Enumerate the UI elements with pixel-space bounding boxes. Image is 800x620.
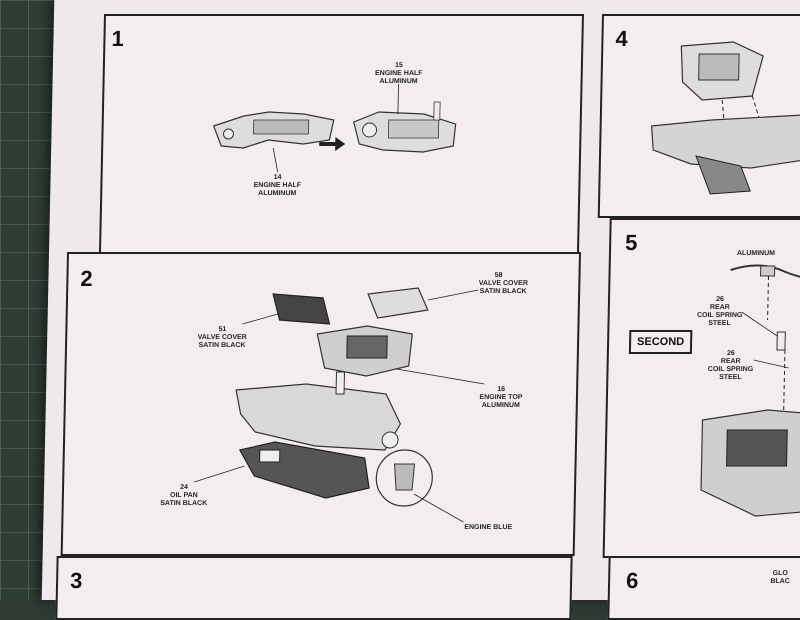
part-26b-number: 26 bbox=[726, 350, 735, 357]
part-26a-color: STEEL bbox=[708, 320, 731, 327]
partial-label-1: GLO bbox=[772, 570, 788, 577]
aluminum-label: ALUMINUM bbox=[736, 250, 776, 257]
step-number: 3 bbox=[69, 568, 83, 593]
part-15-name: ENGINE HALF bbox=[374, 70, 423, 77]
part-14-color: ALUMINUM bbox=[258, 190, 297, 197]
step-3-panel: 3 bbox=[55, 556, 573, 620]
step-4-illustration bbox=[651, 41, 800, 195]
part-16-color: ALUMINUM bbox=[481, 402, 520, 409]
partial-label-2: BLAC bbox=[770, 578, 790, 585]
step-number: 6 bbox=[625, 568, 639, 593]
part-16-number: 16 bbox=[497, 386, 506, 393]
step-1-illustration bbox=[212, 84, 457, 173]
part-24-number: 24 bbox=[180, 484, 189, 491]
part-26b-color: STEEL bbox=[719, 374, 742, 381]
part-58-number: 58 bbox=[494, 272, 503, 279]
part-26b-name2: COIL SPRING bbox=[707, 366, 754, 373]
second-badge: SECOND bbox=[628, 330, 693, 354]
part-51-number: 51 bbox=[218, 326, 227, 333]
part-15-number: 15 bbox=[394, 62, 403, 69]
part-51-name: VALVE COVER bbox=[197, 334, 247, 341]
step-4-panel: 4 bbox=[597, 14, 800, 218]
part-26a-number: 26 bbox=[716, 296, 724, 303]
step-1-panel: 1 15 ENGINE HALF ALUMINUM 14 ENGINE HALF… bbox=[98, 14, 584, 254]
part-16-name: ENGINE TOP bbox=[479, 394, 523, 401]
part-58-color: SATIN BLACK bbox=[479, 288, 527, 295]
part-14-name: ENGINE HALF bbox=[253, 182, 302, 189]
step-6-panel: 6 GLO BLAC bbox=[607, 556, 800, 620]
engine-blue-label: ENGINE BLUE bbox=[464, 524, 513, 531]
instruction-sheet: 1 15 ENGINE HALF ALUMINUM 14 ENGINE HALF… bbox=[41, 0, 800, 620]
part-24-color: SATIN BLACK bbox=[160, 500, 208, 507]
part-26b-name1: REAR bbox=[720, 358, 741, 365]
part-58-name: VALVE COVER bbox=[478, 280, 528, 287]
step-2-illustration bbox=[194, 287, 485, 523]
part-14-number: 14 bbox=[273, 174, 282, 181]
part-51-color: SATIN BLACK bbox=[198, 342, 246, 349]
part-26a-name1: REAR bbox=[709, 304, 730, 311]
part-26a-name2: COIL SPRING bbox=[696, 312, 743, 319]
step-5-panel: 5 ALUMINUM 26 REAR COIL SPRING STEEL 26 … bbox=[602, 218, 800, 558]
step-5-illustration bbox=[700, 264, 800, 517]
part-24-name: OIL PAN bbox=[169, 492, 198, 499]
part-15-color: ALUMINUM bbox=[379, 78, 418, 85]
step-2-panel: 2 58 VALVE COVER SATIN B bbox=[60, 252, 582, 556]
